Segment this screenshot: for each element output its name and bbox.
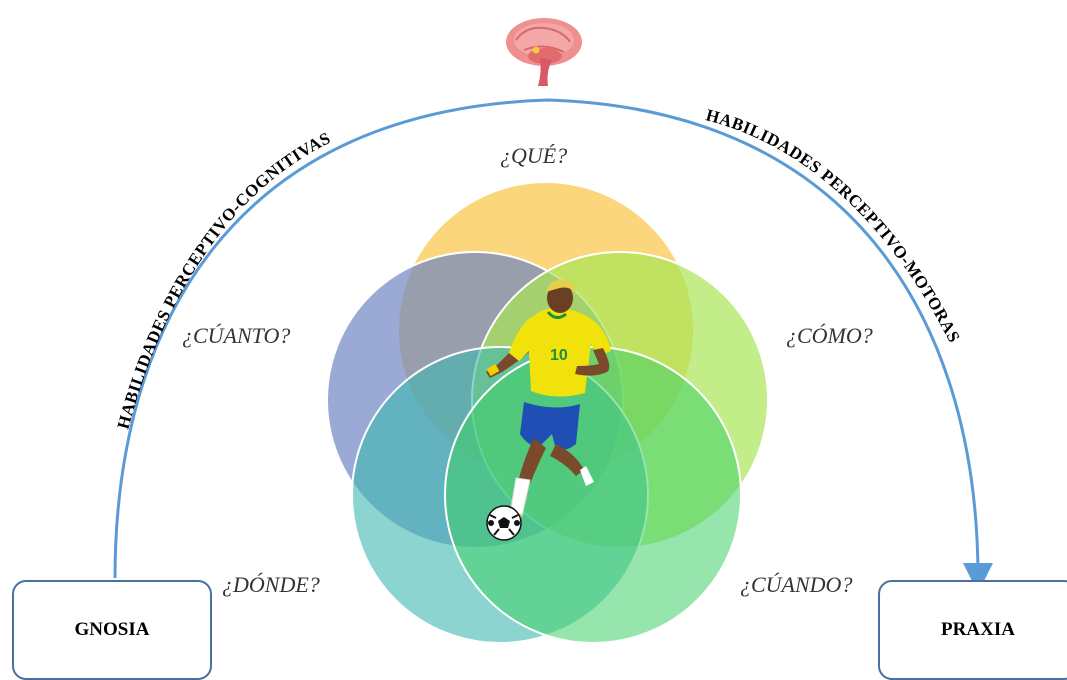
question-donde: ¿DÓNDE? [222, 572, 320, 597]
gnosia-label: GNOSIA [74, 619, 150, 640]
question-cuando: ¿CÚANDO? [740, 572, 853, 597]
question-como: ¿CÓMO? [786, 323, 873, 348]
venn-circle-bottom-right [444, 346, 742, 644]
soccer-player-illustration: 10 [486, 279, 611, 522]
gnosia-box: GNOSIA [12, 580, 212, 680]
question-cuanto: ¿CÚANTO? [182, 323, 291, 348]
soccer-ball-icon [486, 505, 522, 541]
praxia-label: PRAXIA [941, 619, 1015, 640]
question-que: ¿QUÉ? [500, 143, 568, 168]
connecting-arc [113, 98, 993, 593]
brain-icon [506, 18, 582, 86]
praxia-box: PRAXIA [878, 580, 1067, 680]
jersey-number: 10 [550, 347, 568, 364]
perceptive-cognitive-label: HABILIDADES PERCEPTIVO-COGNITIVAS [114, 128, 334, 431]
